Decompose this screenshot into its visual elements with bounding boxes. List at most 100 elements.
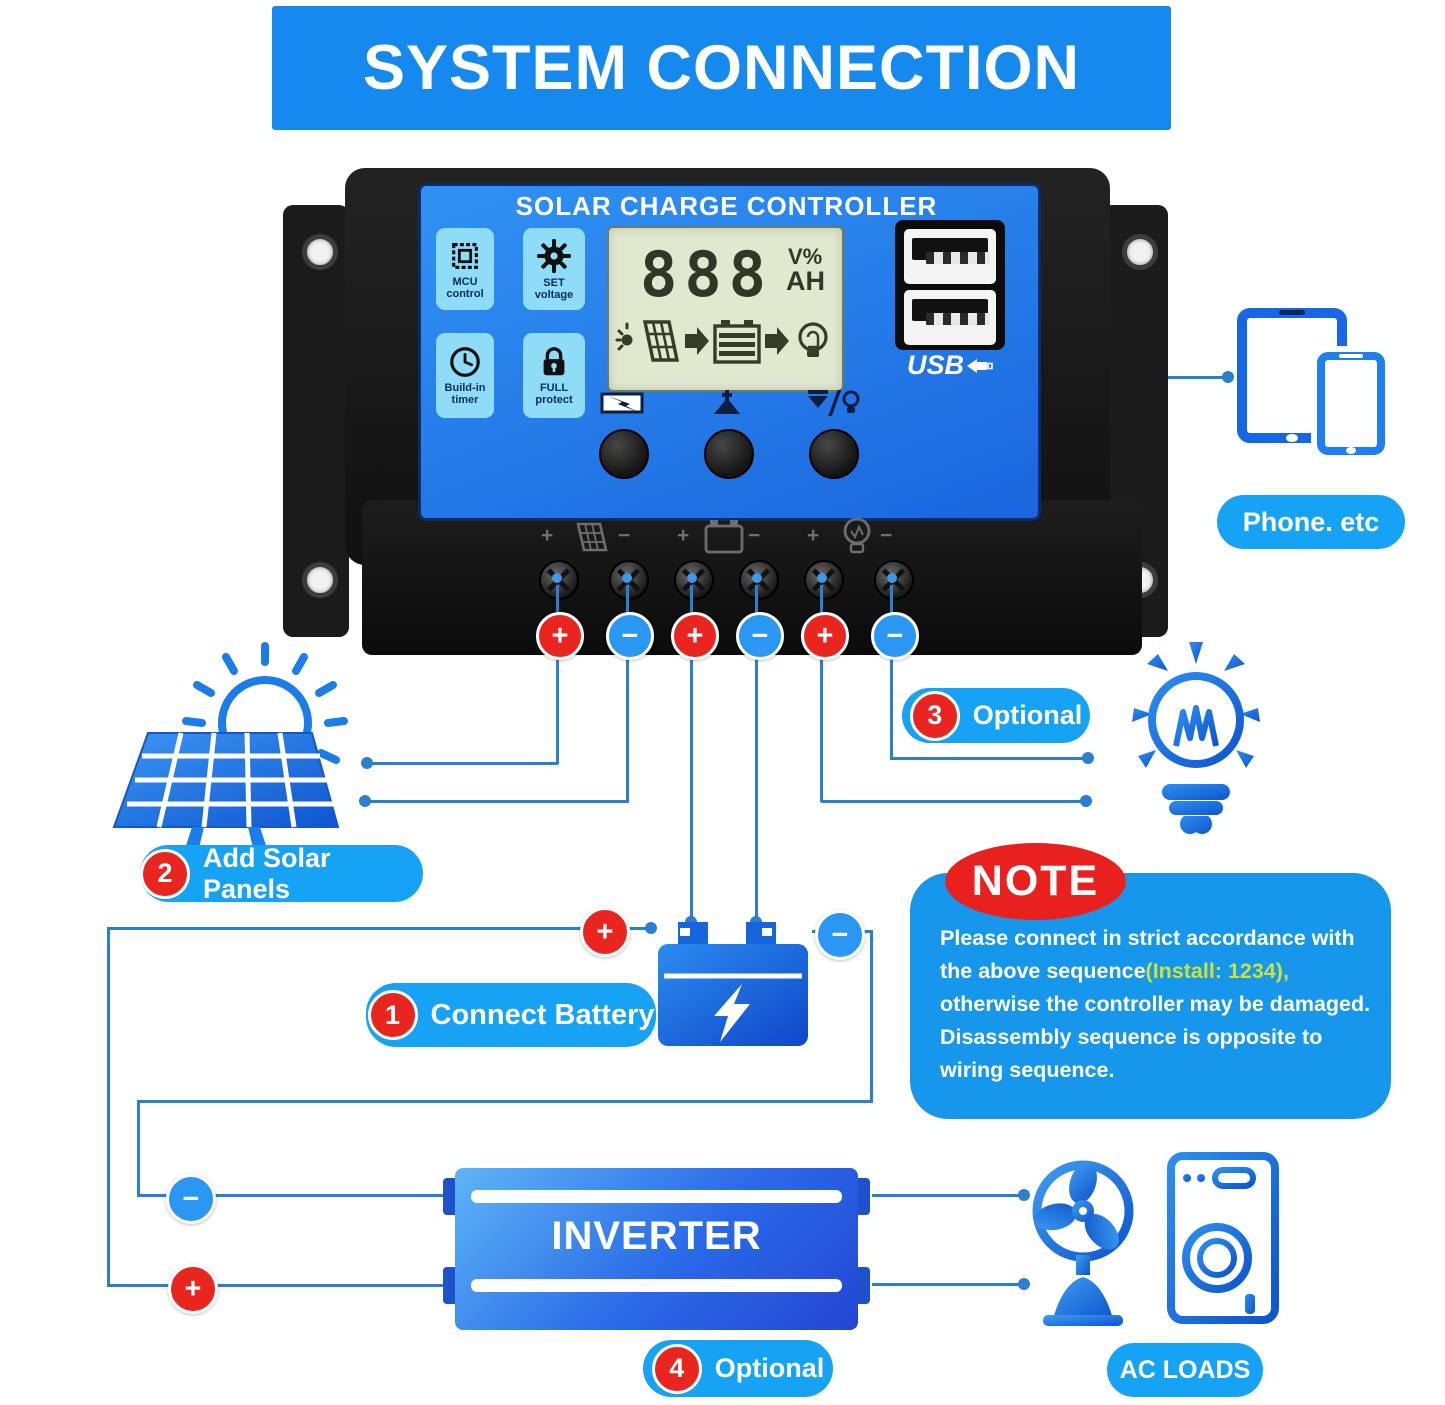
gear-icon	[537, 238, 571, 273]
device-button-select	[599, 429, 649, 479]
lcd-flow-icons	[615, 320, 828, 364]
wire-solar-negative-horizontal	[365, 800, 628, 803]
load-terminal-icon	[843, 517, 871, 554]
step1-number-badge: 1	[367, 990, 418, 1040]
step3-optional-label: 3 Optional	[902, 688, 1090, 743]
wire-endpoint-load-positive	[1080, 795, 1092, 807]
wire-inverter-to-loads-top	[872, 1194, 1025, 1197]
wire-endpoint-solar-positive	[361, 757, 373, 769]
step3-number-badge: 3	[909, 690, 960, 741]
clock-icon	[450, 347, 480, 377]
solar-terminal-icon	[576, 522, 608, 552]
wire-solar-negative-vertical	[626, 585, 629, 803]
chip-icon	[452, 242, 478, 269]
note-line-1: Please connect in strict accordance with	[940, 926, 1355, 950]
inverter-terminal-right-bottom	[855, 1267, 870, 1304]
terminal-screw-6	[874, 560, 914, 600]
tablet-home-dot	[1286, 434, 1298, 442]
usb-pins	[926, 252, 990, 264]
ac-loads-label: AC LOADS	[1107, 1343, 1263, 1397]
note-title: NOTE	[971, 857, 1100, 905]
step4-text: Optional	[714, 1353, 825, 1383]
step1-connect-battery-label: 1 Connect Battery	[366, 983, 656, 1047]
screw-wire-dot	[752, 573, 762, 583]
terminal-screw-4	[739, 560, 779, 600]
note-line-4: Disassembly sequence is opposite to	[940, 1025, 1323, 1049]
wire-usb-to-phone	[1168, 376, 1228, 379]
inverter-terminal-left-bottom	[443, 1267, 458, 1304]
note-line-5: wiring sequence.	[940, 1058, 1115, 1082]
washing-machine-icon	[1167, 1152, 1279, 1324]
phone-etc-label: Phone. etc	[1217, 495, 1405, 549]
battery-terminal-icon	[704, 520, 744, 554]
wire-load-negative-horizontal	[891, 757, 1088, 760]
usb-pins	[926, 313, 990, 325]
usb-slot	[912, 299, 990, 325]
phone-icon	[1317, 352, 1385, 455]
terminal-polarity-solar-plus: +	[536, 612, 584, 660]
mounting-hole-top-left	[302, 234, 338, 270]
inverter-terminal-right-top	[855, 1178, 870, 1215]
wire-solar-positive-horizontal	[366, 762, 558, 765]
note-line-2: the above sequence(Install: 1234),	[940, 959, 1289, 983]
load-terminal-plus-glyph: +	[807, 524, 820, 547]
battery-negative-badge: −	[815, 910, 865, 960]
battery-positive-badge: +	[580, 907, 630, 957]
wire-endpoint-solar-negative	[359, 795, 371, 807]
lcd-unit-amp-hour: AH	[786, 266, 825, 296]
wire-negative-return	[137, 1100, 873, 1103]
screw-wire-dot	[687, 573, 697, 583]
wire-battery-negative-vertical	[755, 585, 758, 924]
note-line-3: otherwise the controller may be damaged.	[940, 992, 1371, 1016]
battery-state-button-icon	[600, 392, 644, 414]
ac-loads-text: AC LOADS	[1119, 1355, 1251, 1384]
screw-wire-dot	[552, 573, 562, 583]
wire-load-negative-vertical	[890, 585, 893, 760]
wire-battery-feed-positive	[107, 927, 652, 930]
terminal-polarity-solar-minus: −	[606, 612, 654, 660]
terminal-polarity-battery-minus: −	[736, 612, 784, 660]
wire-load-positive-horizontal	[821, 800, 1086, 803]
solar-terminal-minus-glyph: −	[618, 524, 631, 547]
screw-wire-dot	[887, 573, 897, 583]
inverter-stripe-bottom	[471, 1279, 842, 1292]
wire-inverter-positive	[107, 1284, 453, 1287]
wire-inverter-to-loads-bottom	[872, 1283, 1025, 1286]
mounting-hole-bottom-left	[302, 562, 338, 598]
minus-down-bulb-button-icon	[808, 390, 860, 416]
wire-battery-positive-vertical	[690, 585, 693, 924]
inverter-terminal-left-top	[443, 1178, 458, 1215]
inverter-negative-badge: −	[166, 1174, 216, 1224]
step2-add-solar-panels-label: 2 Add Solar Panels	[140, 843, 423, 904]
wire-endpoint-battery-feed	[645, 922, 657, 934]
note-badge: NOTE	[945, 843, 1126, 920]
wire-endpoint-phone	[1222, 371, 1234, 383]
battery-terminal-plus-glyph: +	[677, 524, 690, 547]
solar-panel-icon	[112, 642, 348, 861]
wire-endpoint-load-negative	[1082, 752, 1094, 764]
screw-wire-dot	[817, 573, 827, 583]
step4-number-badge: 4	[651, 1343, 702, 1394]
fan-icon	[1032, 1160, 1134, 1326]
phone-home-dot	[1346, 447, 1356, 454]
step4-optional-label: 4 Optional	[643, 1340, 833, 1397]
wire-load-positive-vertical	[820, 585, 823, 802]
inverter-box: INVERTER	[455, 1168, 858, 1330]
page-title: SYSTEM CONNECTION	[362, 33, 1081, 103]
note-text: Please connect in strict accordance with…	[940, 922, 1380, 1087]
lcd-digits: 888	[640, 238, 773, 311]
terminal-polarity-load-minus: −	[871, 612, 919, 660]
step1-text: Connect Battery	[430, 998, 655, 1031]
usb-plug-icon	[967, 358, 993, 373]
lock-icon	[543, 347, 565, 376]
wire-left-trunk-positive	[107, 927, 110, 1287]
usb-port-1	[904, 229, 996, 284]
terminal-polarity-battery-plus: +	[671, 612, 719, 660]
note-install-sequence: (Install: 1234),	[1145, 959, 1289, 983]
device-button-down	[809, 429, 859, 479]
